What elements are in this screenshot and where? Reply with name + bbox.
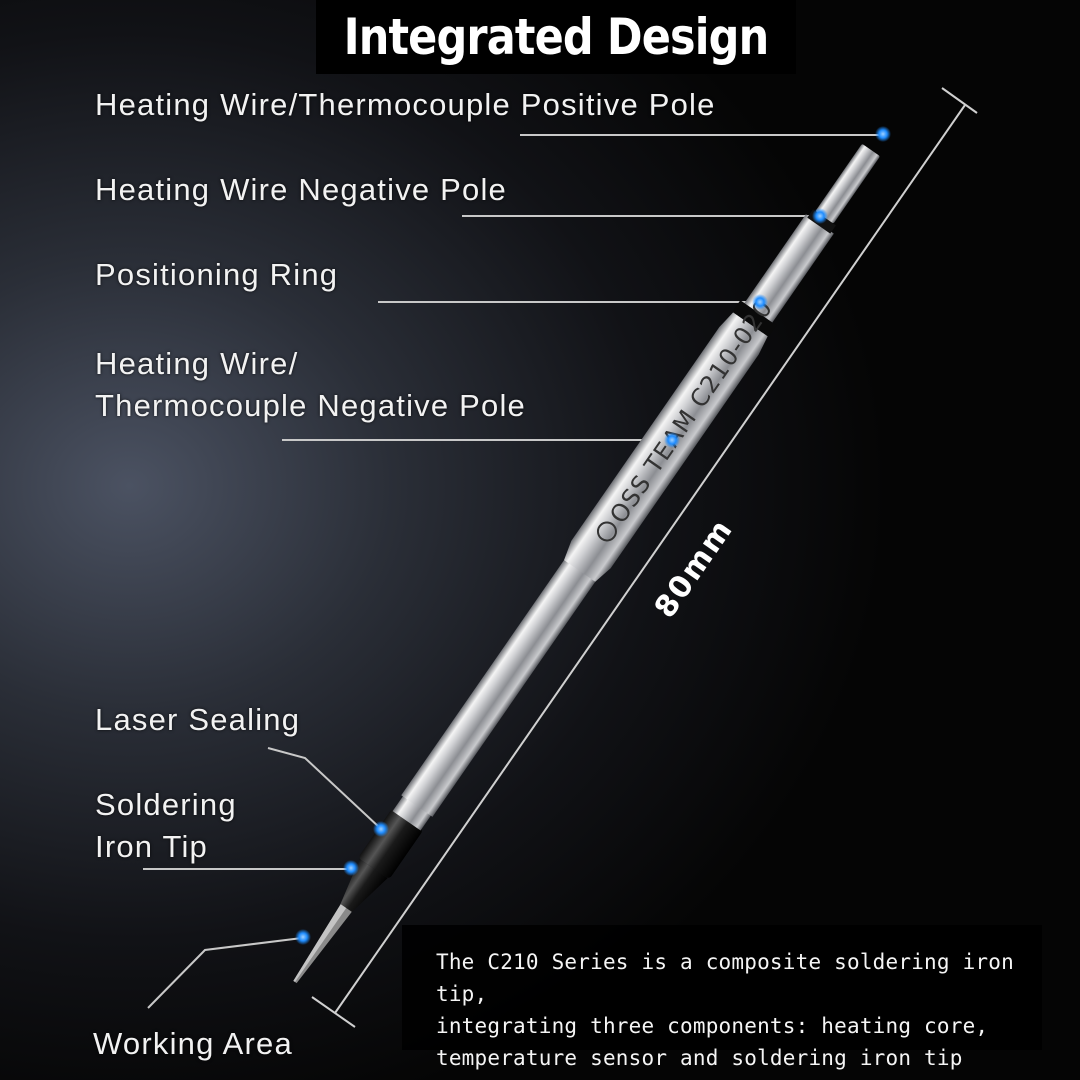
main-shaft <box>401 548 604 817</box>
label-tip-1: Soldering <box>95 787 237 822</box>
description-line-3: temperature sensor and soldering iron ti… <box>436 1046 963 1070</box>
marker-laser-sealing <box>373 821 389 837</box>
end-pin <box>816 144 880 223</box>
description-box <box>402 925 1042 1050</box>
label-positioning-ring: Positioning Ring <box>95 257 339 292</box>
markers <box>295 126 891 945</box>
label-laser-sealing: Laser Sealing <box>95 702 301 737</box>
soldering-tip: OSS TEAM C210-020 <box>293 144 880 984</box>
barrel <box>564 312 768 582</box>
length-label: 80mm <box>648 512 741 624</box>
marker-thermo-negative <box>664 432 680 448</box>
marker-positioning-ring <box>752 294 768 310</box>
leader-lines <box>143 134 882 1009</box>
tip-point <box>293 899 355 984</box>
black-sleeve <box>359 809 422 878</box>
leader-laser-sealing <box>267 747 381 829</box>
label-positive-pole: Heating Wire/Thermocouple Positive Pole <box>95 87 716 122</box>
marker-positive-pole <box>875 126 891 142</box>
description-line-1: The C210 Series is a composite soldering… <box>436 950 1014 1006</box>
title-bar: Integrated Design <box>316 0 796 74</box>
dimension-line <box>311 87 978 1028</box>
page-title: Integrated Design <box>343 8 770 66</box>
label-working-area: Working Area <box>93 1026 293 1061</box>
marker-tip <box>343 860 359 876</box>
label-tip-2: Iron Tip <box>95 829 208 864</box>
label-thermo-negative-1: Heating Wire/ <box>95 346 299 381</box>
leader-working-area <box>147 937 303 1009</box>
marker-working-area <box>295 929 311 945</box>
label-thermo-negative-2: Thermocouple Negative Pole <box>95 388 526 423</box>
description-line-2: integrating three components: heating co… <box>436 1014 989 1038</box>
logo-icon <box>596 521 617 542</box>
marker-negative-pole <box>812 208 828 224</box>
positioning-ring <box>732 300 777 337</box>
description-text: The C210 Series is a composite soldering… <box>436 946 1066 1074</box>
label-negative-pole: Heating Wire Negative Pole <box>95 172 507 207</box>
